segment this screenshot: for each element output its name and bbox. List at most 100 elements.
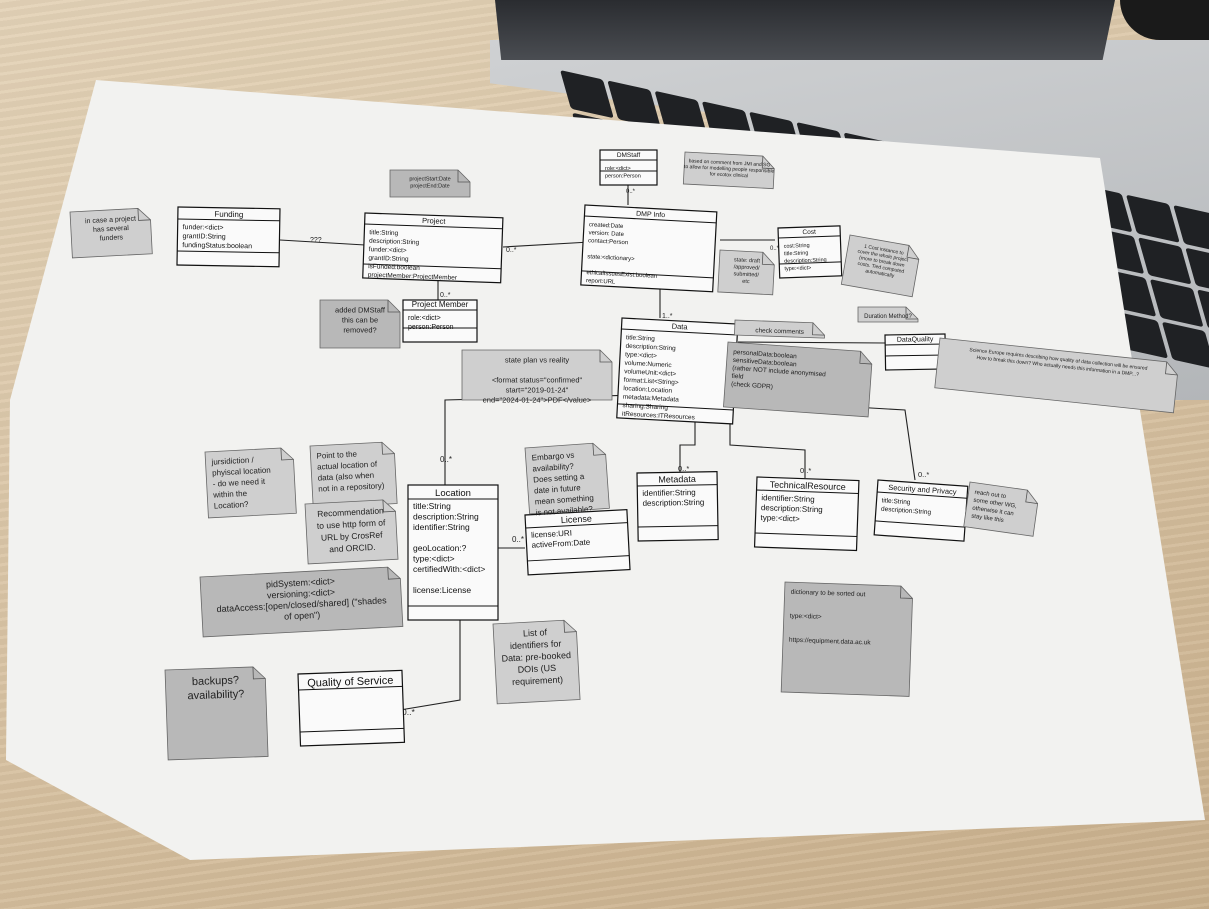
note-text: /approved/ [733,264,760,271]
class-attribute: version: Date [588,230,624,238]
note-paper [963,481,1039,537]
class-attribute: license:License [413,585,471,595]
note-jurisdiction: jursidiction /phyiscal location- do we n… [204,447,297,519]
class-divider [778,235,841,239]
note-text: added DMStaff [335,306,386,315]
note-fold [382,499,396,513]
multiplicity-label: 0..* [440,455,452,464]
note-paper [69,208,153,259]
class-attribute: type:<dict> [760,513,800,523]
class-divider [885,354,946,357]
assoc-project-dmp [502,241,591,248]
class-attribute: format:List<String> [624,377,679,387]
laptop-screen-edge [495,0,1115,60]
class-divider [177,250,280,254]
note-fold [1165,361,1178,376]
class-title: Metadata [658,474,696,485]
note-paper [389,169,471,198]
class-attribute: identifier:String [761,493,815,504]
note-text: sensitiveData:boolean [732,357,797,368]
note-fold [859,351,872,365]
note-check-comments: check comments [734,319,825,339]
note-paper [199,566,404,638]
class-divider [621,328,738,336]
note-paper [723,341,873,418]
assoc-data-technical [729,410,806,478]
note-paper [204,447,297,519]
note-text: state plan vs reality [505,356,569,365]
note-text: availability? [187,688,244,702]
note-fold [387,567,401,580]
note-text: phyiscal location [212,466,271,478]
class-attribute: metadata:Metadata [623,394,680,404]
note-text: https://equipment.data.ac.uk [789,637,872,647]
note-text: - do we need it [212,477,266,489]
multiplicity-label: 0..* [512,535,524,544]
class-attribute: sharing:Sharing [622,402,668,411]
note-text: submitted/ [733,271,759,278]
class-data_quality: DataQuality [884,333,947,371]
note-fold [599,350,612,363]
note-paper [524,442,610,515]
note-text: for ecotox clinical [710,171,749,179]
class-data: Datatitle:Stringdescription:Stringtype:<… [616,317,739,425]
class-technical_resource: TechnicalResourceidentifier:Stringdescri… [753,476,860,552]
note-text: actual location of [317,459,378,471]
note-paper [840,234,920,298]
note-paper [734,319,825,339]
class-divider [581,270,714,279]
note-duration: Duration Method? [857,306,919,323]
note-fold [457,170,470,183]
note-text: is not available? [535,504,593,517]
class-location: Locationtitle:Stringdescription:Stringid… [407,484,499,621]
class-box [777,225,843,279]
note-text: Duration Method? [864,314,912,320]
note-text: to allow for modelling people responsibl… [684,164,775,175]
note-fold [563,620,577,633]
class-attribute: location:Location [623,385,672,395]
note-paper [682,151,775,190]
class-box [580,204,718,293]
class-divider [363,263,502,270]
class-attribute: isFunded:boolean [368,263,420,272]
class-title: Quality of Service [307,675,394,690]
multiplicity-label: 0..* [770,246,780,252]
note-text: Recommendation [317,505,384,518]
note-text: has several [93,225,130,234]
class-box [407,484,499,621]
note-pidsystem: pidSystem:<dict>versioning:<dict>dataAcc… [199,566,404,638]
note-fold [761,252,775,266]
note-fold [592,443,606,456]
note-text: stay like this [971,514,1004,524]
assoc-data-quality [737,341,886,344]
multiplicity-label: 0..* [440,292,451,299]
class-divider [755,532,858,538]
class-attribute: geoLocation:? [413,543,467,553]
note-text: check comments [755,327,805,336]
note-text: based on comment from JMI and SG [689,158,771,168]
class-attribute: itResources:ITResources [622,411,696,422]
note-text: List of [523,627,548,638]
note-text: of open") [284,610,321,622]
class-funding: Fundingfunder:<dict>grantID:Stringfundin… [176,206,281,268]
note-fold [812,322,825,336]
multiplicity-label: 0..* [800,466,811,475]
class-attribute: title:String [369,229,399,237]
note-paper [461,349,613,401]
class-attribute: identifier:String [413,522,470,532]
class-metadata: Metadataidentifier:Stringdescription:Str… [636,470,719,542]
note-text: availability? [532,462,574,474]
class-divider [637,525,718,528]
note-text: in case a project [85,216,136,226]
class-attribute: description:String [784,257,827,264]
note-paper [934,337,1178,414]
note-text: and ORCID. [329,542,376,554]
note-text: funders [100,234,124,242]
